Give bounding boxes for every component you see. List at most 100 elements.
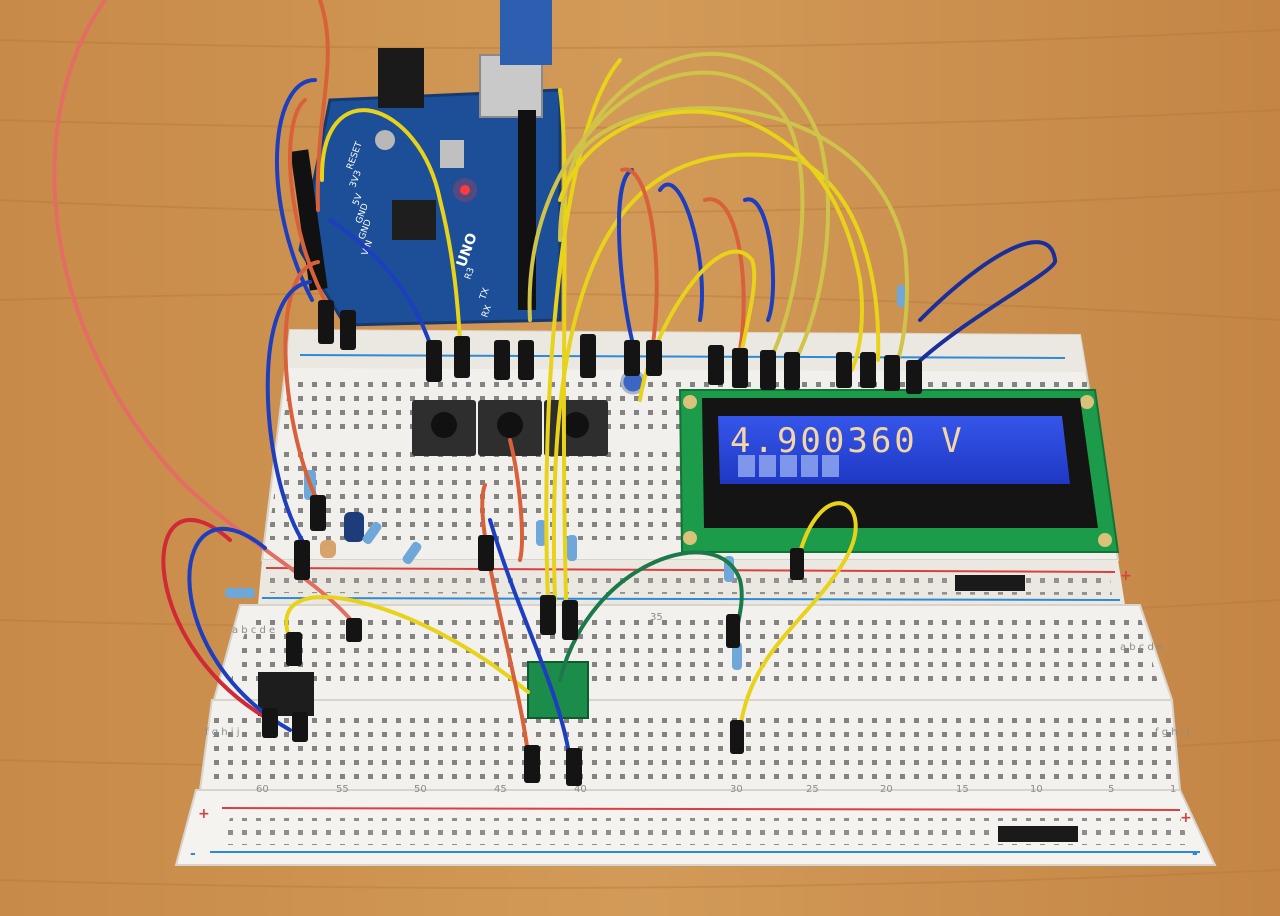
- plug-18: [310, 495, 326, 531]
- usb-cable: [500, 0, 552, 65]
- plug-6: [518, 340, 534, 380]
- column-label-50: 50: [414, 784, 427, 795]
- plug-12: [760, 350, 776, 390]
- wire-khaki-3: [573, 106, 909, 372]
- header-strip-left: [290, 149, 328, 291]
- usb-connector: [479, 54, 543, 118]
- plug-9: [646, 340, 662, 376]
- row-letters-bottom: f g h i j: [205, 727, 239, 738]
- wire-red-top: [315, 0, 330, 212]
- push-button-2: [478, 400, 542, 456]
- pin-label-tx: TX: [478, 287, 492, 302]
- resistor-6: [402, 541, 422, 565]
- wire-orange-top-left: [288, 98, 332, 312]
- plug-14: [836, 352, 852, 388]
- column-label-40: 40: [574, 784, 587, 795]
- rail-minus-right-label: -: [1192, 846, 1198, 862]
- header-strip-right: [518, 110, 536, 310]
- header-pins-right: [955, 575, 1025, 591]
- arduino-revision-label: R3: [463, 266, 476, 281]
- plug-17: [906, 360, 922, 394]
- column-label-45: 45: [494, 784, 507, 795]
- pin-label-5v: 5V: [351, 192, 365, 207]
- wire-blue-lcd-2: [658, 182, 704, 322]
- wire-yellow-right: [738, 501, 858, 732]
- plug-22: [562, 600, 578, 640]
- plug-10: [708, 345, 724, 385]
- plug-25: [730, 720, 744, 754]
- row-letters-top-right: a b c d e: [1120, 642, 1163, 653]
- plug-13: [784, 352, 800, 390]
- push-button-1: [412, 400, 476, 456]
- wire-orange-lcd-1: [620, 167, 659, 352]
- column-label-60: 60: [256, 784, 269, 795]
- wire-red-loop: [161, 517, 272, 722]
- row-letters-top: a b c d e: [232, 625, 275, 636]
- wire-yellow-bundle-3: [551, 152, 881, 602]
- capacitor-ceramic: [320, 540, 336, 558]
- plug-4: [454, 336, 470, 378]
- wire-green: [558, 550, 744, 682]
- plug-5: [494, 340, 510, 380]
- plug-27: [566, 748, 582, 786]
- jumper-wires: [52, 0, 1057, 762]
- plug-15: [860, 352, 876, 388]
- rail-plus-left-label: +: [198, 806, 210, 822]
- wire-blue-lcd-1: [616, 168, 634, 342]
- resistor-8: [362, 521, 382, 545]
- plug-23: [790, 548, 804, 580]
- wire-red-center: [480, 483, 530, 757]
- plug-8: [624, 340, 640, 376]
- resistor-9: [897, 285, 905, 307]
- wire-blue-top-left: [274, 78, 317, 302]
- plug-2: [340, 310, 356, 350]
- wire-khaki-2: [558, 51, 830, 372]
- wire-blue-center: [488, 518, 572, 762]
- plug-11: [732, 348, 748, 388]
- column-label-25: 25: [806, 784, 819, 795]
- wire-blue-arduino-1: [328, 218, 434, 352]
- lcd-line-1: 4.900360 V: [730, 421, 965, 461]
- capacitor-top: [375, 130, 395, 150]
- pin-label-rx: RX: [480, 304, 494, 319]
- wire-blue-left: [265, 280, 312, 542]
- rail-plus-right-label: +: [1180, 810, 1192, 826]
- wire-yellow-bundle-1: [544, 58, 622, 602]
- power-jack: [378, 48, 424, 108]
- column-label-55: 55: [336, 784, 349, 795]
- resistor-7: [225, 588, 255, 598]
- power-led: [460, 185, 470, 195]
- plug-28: [286, 632, 302, 666]
- plug-16: [884, 355, 900, 391]
- rail-plus-mid-label: +: [1120, 568, 1132, 584]
- passive-components: [225, 285, 905, 670]
- wire-orange-left: [283, 260, 320, 500]
- plug-3: [426, 340, 442, 382]
- wire-plugs: [262, 300, 922, 786]
- resistor-5: [732, 642, 742, 670]
- wire-orange-lcd-2: [703, 197, 746, 352]
- lcd-bar-graph: [738, 455, 839, 477]
- crystal: [440, 140, 464, 168]
- push-button-3: [544, 400, 608, 456]
- plug-31: [292, 712, 308, 742]
- arduino-uno-board: UNO R3 3V3 5V GND GND VIN RESET TX RX: [290, 0, 562, 327]
- column-label-20: 20: [880, 784, 893, 795]
- wire-yellow-lcd-1: [558, 109, 864, 372]
- column-label-10: 10: [1030, 784, 1043, 795]
- header-pins-bottom: [998, 826, 1078, 842]
- wire-blue-loop: [187, 526, 292, 732]
- plug-21: [540, 595, 556, 635]
- rail-minus-left-label: -: [190, 846, 196, 862]
- column-label-30: 30: [730, 784, 743, 795]
- plug-29: [346, 618, 362, 642]
- row-letters-bottom-right: f g h i j: [1155, 727, 1189, 738]
- board-labels: a b c d e a b c d e f g h i j f g h i j …: [190, 568, 1198, 862]
- wire-yellow-arduino: [319, 108, 462, 342]
- wire-blue-lcd-3: [743, 197, 776, 322]
- breadboard-front: [174, 604, 1217, 866]
- plug-7: [580, 334, 596, 378]
- column-label-15: 15: [956, 784, 969, 795]
- lcd-module: 4.900360 V: [678, 389, 1120, 553]
- plug-24: [726, 614, 740, 648]
